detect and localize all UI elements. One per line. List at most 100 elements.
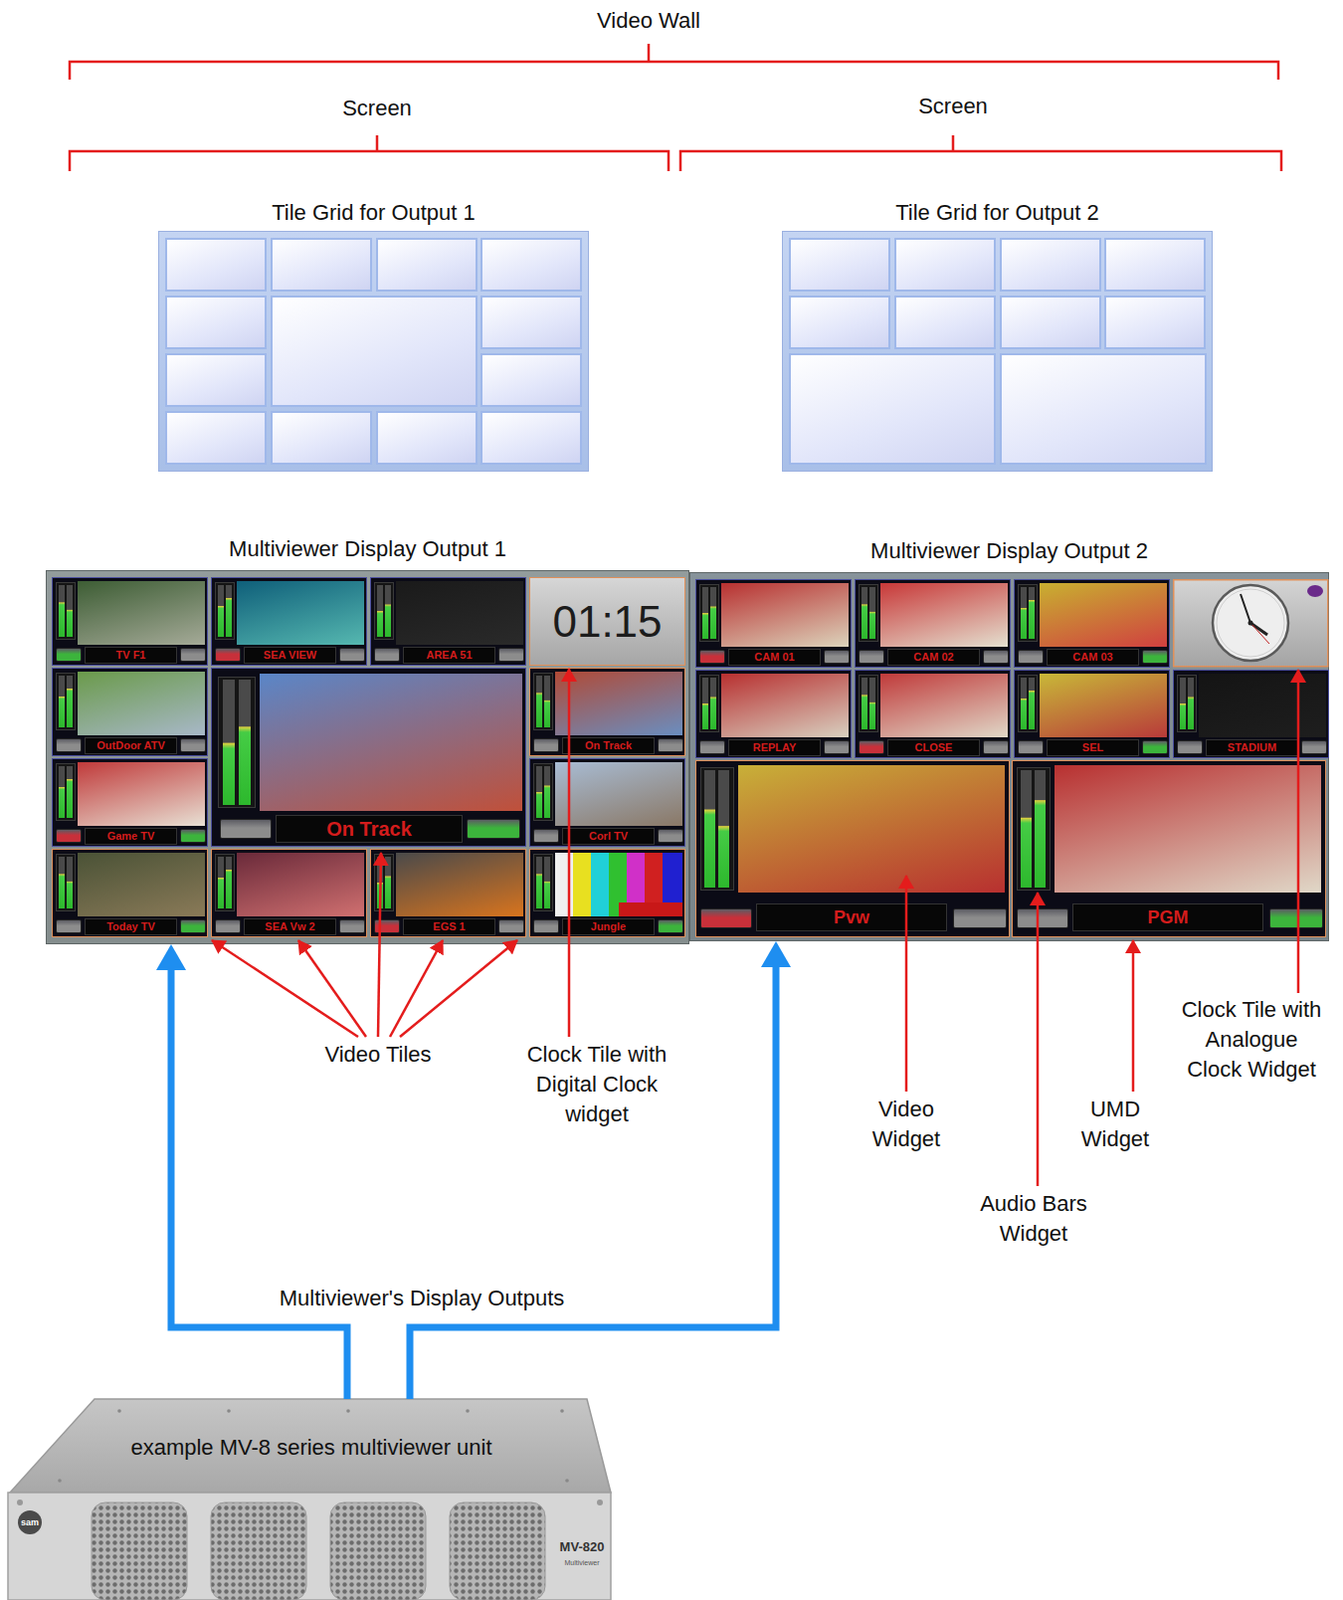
audio-bars	[699, 583, 720, 642]
tally-lamp	[498, 647, 525, 662]
audio-bar	[384, 856, 391, 909]
umd-label: EGS 1	[432, 920, 465, 933]
audio-bar	[869, 586, 876, 639]
audio-bars	[533, 763, 554, 821]
video-tile: SEL	[1013, 669, 1170, 759]
audio-bar	[58, 675, 65, 728]
umd-label: Today TV	[106, 920, 156, 933]
grid-cell	[894, 295, 996, 350]
tally-lamp	[533, 828, 560, 843]
tally-lamp	[657, 738, 684, 753]
grid-heading: Tile Grid for Output 1	[271, 199, 476, 225]
audio-bar	[217, 584, 224, 637]
audio-bar	[702, 586, 709, 639]
grid-cell	[376, 410, 478, 465]
video-tile: Today TV	[51, 848, 208, 938]
audio-bar	[544, 766, 551, 818]
audio-bar	[1020, 677, 1027, 730]
umd-label: CAM 02	[913, 650, 954, 663]
screen-bracket	[680, 135, 1282, 172]
video-thumbnail	[721, 673, 849, 738]
video-thumbnail	[77, 671, 205, 736]
heading-wrap: Tile Grid for Output 1	[158, 194, 589, 231]
tally-lamp	[1301, 740, 1328, 755]
leader-arrow	[568, 668, 572, 1037]
tally-lamp	[374, 647, 400, 662]
tally-lamp	[180, 647, 206, 662]
audio-bars	[700, 767, 735, 891]
audio-bars	[858, 583, 879, 642]
audio-bar	[58, 856, 65, 909]
audio-bar	[704, 769, 716, 888]
umd-box: Game TV	[84, 827, 178, 845]
umd-label: STADIUM	[1227, 741, 1277, 754]
display-panel: CAM 01CAM 02CAM 03REPLAYCLOSESELSTADIUMP…	[689, 572, 1330, 942]
audio-bar	[1028, 586, 1035, 639]
output-cable	[409, 966, 776, 1399]
video-thumbnail	[395, 852, 524, 917]
video-thumbnail	[259, 673, 523, 811]
display-heading: Multiviewer Display Output 2	[870, 538, 1149, 564]
tile-grid-frame	[781, 230, 1213, 472]
tally-lamp	[219, 818, 272, 839]
umd-label: Corl TV	[588, 829, 628, 842]
audio-bar	[861, 677, 868, 730]
umd-box: REPLAY	[728, 739, 821, 757]
audio-bar	[718, 769, 730, 888]
leader-arrow	[1036, 892, 1040, 1186]
video-tile: Game TV	[51, 758, 208, 847]
umd-box: On Track	[562, 737, 655, 755]
tally-lamp	[1142, 740, 1168, 755]
video-thumbnail	[77, 762, 205, 826]
tally-lamp	[55, 919, 82, 934]
tally-lamp	[700, 908, 753, 929]
video-tile: CLOSE	[854, 669, 1011, 759]
grid-heading: Tile Grid for Output 2	[895, 199, 1100, 225]
video-tile: Corl TV	[529, 758, 686, 847]
grid-cell	[480, 237, 582, 292]
label-wrap: Screen	[873, 91, 1033, 122]
umd-box: SEA VIEW	[243, 646, 337, 664]
audio-bar	[861, 586, 868, 639]
audio-bar	[1179, 677, 1186, 730]
audio-bars	[214, 853, 235, 912]
tile-grid-frame	[158, 230, 589, 472]
grid-cell	[999, 237, 1102, 292]
audio-bar	[1187, 677, 1194, 730]
leader-arrow	[905, 875, 909, 1092]
callout-label: UMD Widget	[1081, 1096, 1150, 1152]
umd-box: CAM 02	[887, 648, 980, 666]
video-tile: PGM	[1011, 760, 1327, 938]
callout-label: Clock Tile with Digital Clock widget	[527, 1041, 668, 1127]
leader-arrow	[298, 940, 367, 1037]
audio-bar	[544, 856, 551, 909]
audio-bars	[374, 853, 394, 912]
grid-cell	[270, 295, 478, 407]
video-tile: SEA Vw 2	[210, 848, 368, 938]
umd-box: OutDoor ATV	[84, 737, 178, 755]
umd-box: STADIUM	[1205, 739, 1299, 757]
grid-cell	[999, 353, 1207, 465]
umd-box: EGS 1	[402, 918, 496, 936]
tally-lamp	[214, 919, 241, 934]
audio-bars	[217, 676, 256, 808]
audio-bars	[1017, 674, 1038, 733]
grid-cell	[788, 295, 891, 350]
video-thumbnail	[721, 582, 849, 647]
audio-bar	[377, 856, 384, 909]
audio-bars	[55, 853, 76, 912]
audio-bars	[374, 581, 394, 640]
tally-lamp	[180, 828, 206, 843]
tally-lamp	[982, 740, 1009, 755]
audio-bar	[536, 856, 543, 909]
audio-bars	[699, 674, 720, 733]
grid-cell	[165, 353, 267, 407]
audio-bars	[55, 672, 76, 731]
tally-lamp	[180, 738, 206, 753]
audio-bar	[1020, 586, 1027, 639]
tally-lamp	[374, 919, 400, 934]
grid-cell	[270, 410, 373, 465]
grid-cell	[480, 295, 582, 350]
video-tile: AREA 51	[370, 576, 527, 666]
umd-box: CAM 01	[728, 648, 821, 666]
